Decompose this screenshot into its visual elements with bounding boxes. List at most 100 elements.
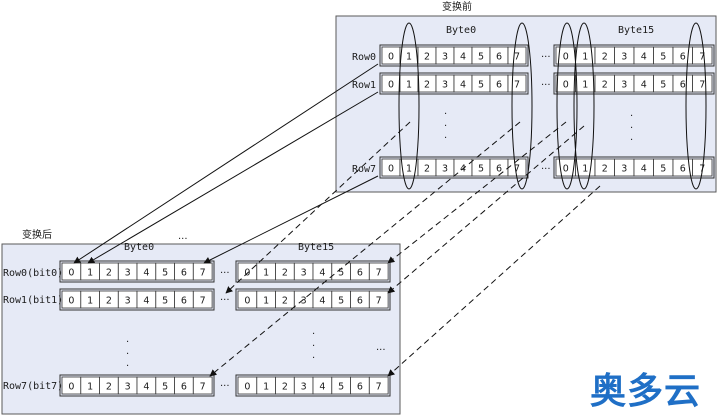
after-row7-byte15-cell-text-4: 4: [319, 382, 325, 393]
before-row0-byte0-cell-text-3: 3: [442, 52, 448, 63]
arrow-row1-to-after-row0: [87, 91, 379, 264]
col-highlight-byte15-bit0a: [556, 22, 578, 190]
after-row1-byte0-cell-text-5: 5: [162, 296, 168, 307]
before-row1-byte0-cell-text-5: 5: [478, 80, 484, 91]
before-row0-byte15-cell-text-0: 0: [563, 52, 569, 63]
dashed-arrow-e: [387, 185, 601, 377]
after-row0-byte15-cell-text-3: 3: [301, 268, 307, 279]
after-vdots-right-3: .: [312, 350, 315, 361]
dashed-arrow-c: [387, 121, 567, 264]
after-gap-ellipsis-1: ...: [220, 292, 230, 303]
before-row7-byte0-cell-text-1: 1: [406, 164, 412, 175]
after-row1-byte15-cell-text-1: 1: [263, 296, 269, 307]
after-vdots-left-1: .: [126, 334, 129, 345]
before-row1-byte15-cell-text-0: 0: [563, 80, 569, 91]
after-row7-byte15-cell-text-1: 1: [263, 382, 269, 393]
before-row0-byte15-cell-text-4: 4: [641, 52, 647, 63]
after-row0-byte0-cell-text-2: 2: [106, 268, 112, 279]
before-row1-byte15-cell-text-2: 2: [602, 80, 608, 91]
after-row1-byte0-cell-text-1: 1: [87, 296, 93, 307]
before-row0-byte0-cell-7: [507, 46, 527, 65]
after-row0-byte0-cell-text-0: 0: [68, 268, 74, 279]
before-vdots-right-1: .: [630, 108, 633, 119]
after-row7-byte15-cell-text-7: 7: [376, 382, 382, 393]
after-row1-byte15-frame: [235, 288, 391, 311]
before-gap-ellipsis-2: ...: [541, 161, 551, 172]
before-row7-byte0-cell-text-0: 0: [388, 164, 394, 175]
before-row0-byte0-cell-text-5: 5: [478, 52, 484, 63]
col-highlight-byte15-bit7: [685, 22, 707, 190]
after-row7-byte0-cell-text-1: 1: [87, 382, 93, 393]
after-row1-byte15-cell-text-5: 5: [338, 296, 344, 307]
before-row0-byte15-cell-text-5: 5: [660, 52, 666, 63]
after-row1-byte0-cell-7: [192, 290, 213, 309]
after-byte0-label: Byte0: [124, 242, 154, 253]
before-row7-byte0-cell-text-5: 5: [478, 164, 484, 175]
after-row0-byte15-cell-text-2: 2: [282, 268, 288, 279]
after-title: 变换后: [22, 228, 52, 241]
dashed-arrow-a: [225, 121, 411, 294]
after-row7-byte0-cell-text-0: 0: [68, 382, 74, 393]
after-row0-byte0-cell-text-3: 3: [125, 268, 131, 279]
after-row7-byte15-cell-text-3: 3: [301, 382, 307, 393]
before-byte0-label: Byte0: [446, 25, 476, 36]
dashed-arrows: [209, 121, 601, 377]
before-row1-byte0-frame: [379, 72, 529, 95]
before-row-label-1: Row1: [352, 80, 376, 91]
before-row1-byte15-cell-text-1: 1: [582, 80, 588, 91]
before-row0-byte0-cell-text-4: 4: [460, 52, 466, 63]
before-row7-byte15-cell-text-0: 0: [563, 164, 569, 175]
after-top-ellipsis: ...: [178, 231, 188, 242]
after-row7-byte15-cell-text-0: 0: [244, 382, 250, 393]
before-row0-byte15-cell-text-2: 2: [602, 52, 608, 63]
after-vdots-right-2: .: [312, 338, 315, 349]
after-byte15-label: Byte15: [298, 242, 334, 253]
col-highlight-byte0-bit7: [511, 22, 533, 190]
before-row1-byte0-cell-text-4: 4: [460, 80, 466, 91]
before-row7-byte15-cell-text-4: 4: [641, 164, 647, 175]
after-row7-byte15-cell-text-5: 5: [338, 382, 344, 393]
after-row0-byte0-cell-text-7: 7: [200, 268, 206, 279]
before-row1-byte15-cell-7: [692, 74, 713, 93]
after-row7-byte15-cell-text-2: 2: [282, 382, 288, 393]
before-row1-byte15-cell-text-5: 5: [660, 80, 666, 91]
before-row0-byte0-cell-text-0: 0: [388, 52, 394, 63]
before-vdots-left-1: .: [444, 106, 447, 117]
after-row7-byte0-cell-text-2: 2: [106, 382, 112, 393]
after-row0-byte0-frame: [59, 260, 215, 283]
after-gap-ellipsis-2: ...: [220, 378, 230, 389]
arrow-row7-to-after-row0: [203, 175, 379, 264]
before-row0-byte0-cell-text-7: 7: [514, 52, 520, 63]
before-vdots-left-3: .: [444, 130, 447, 141]
after-gap-ellipsis-0: ...: [220, 265, 230, 276]
after-row7-byte0-cell-7: [192, 376, 213, 395]
after-vdots-left-3: .: [126, 358, 129, 369]
after-row7-byte0-frame: [59, 374, 215, 397]
watermark-logo: 奥多云: [590, 371, 702, 412]
after-row7-byte0-cell-text-4: 4: [143, 382, 149, 393]
after-row0-byte15-cell-text-6: 6: [357, 268, 363, 279]
after-right-ellipsis: ...: [376, 342, 386, 353]
before-row7-byte15-cell-text-6: 6: [680, 164, 686, 175]
before-vdots-right-3: .: [630, 132, 633, 143]
before-row0-byte0-cell-text-2: 2: [424, 52, 430, 63]
before-row1-byte0-cell-text-0: 0: [388, 80, 394, 91]
after-vdots-left-2: .: [126, 346, 129, 357]
column-highlight-ellipses: [398, 22, 707, 190]
after-row-label-2: Row7(bit7): [3, 381, 63, 392]
before-title: 变换前: [442, 0, 472, 13]
after-row7-byte0-cell-text-6: 6: [181, 382, 187, 393]
after-row-label-0: Row0(bit0): [3, 268, 63, 279]
after-vdots-right-1: .: [312, 326, 315, 337]
solid-arrows: [73, 63, 379, 264]
before-gap-ellipsis-0: ...: [541, 49, 551, 60]
before-row1-byte15-cell-text-7: 7: [699, 80, 705, 91]
after-row1-byte0-cell-text-0: 0: [68, 296, 74, 307]
before-row1-byte15-cell-text-6: 6: [680, 80, 686, 91]
